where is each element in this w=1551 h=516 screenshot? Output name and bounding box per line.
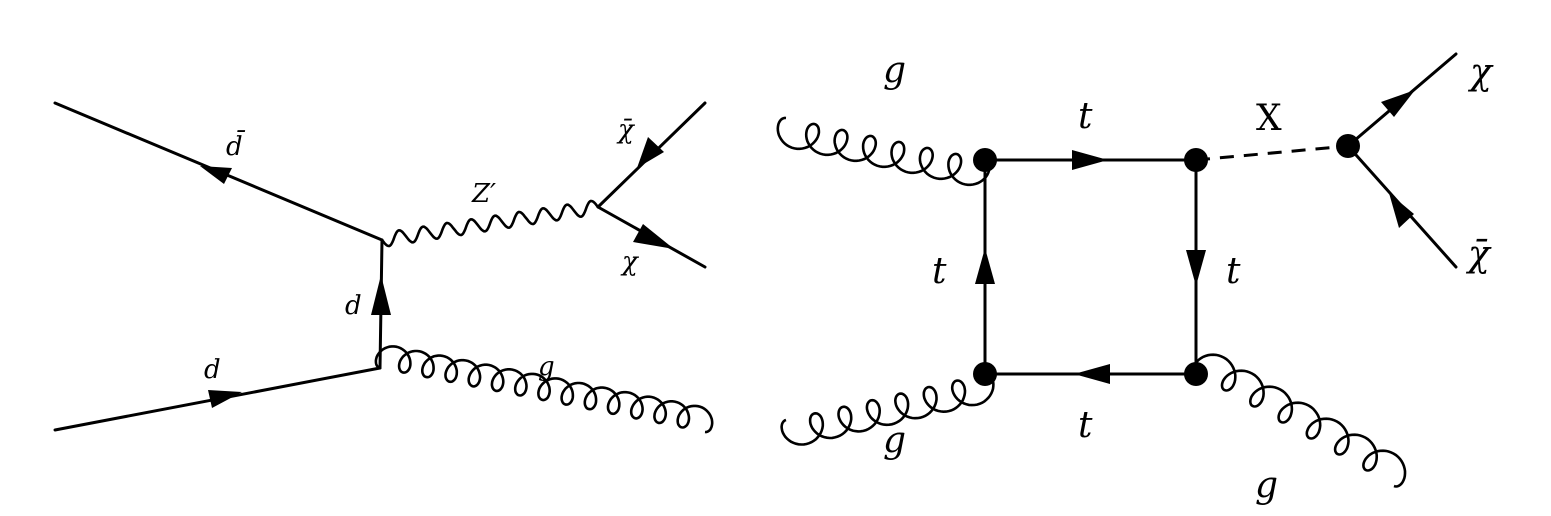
left-diagram: d̄ Z′ χ̄ χ d d g xyxy=(53,101,714,434)
label-gluon-left: g xyxy=(538,352,555,382)
chibar-arrow-right xyxy=(1389,193,1414,228)
right-diagram: g t X χ t t χ̄ t g g xyxy=(776,50,1494,506)
label-d-propagator: d xyxy=(345,291,362,321)
top-quark-arrow-upper xyxy=(1072,150,1108,170)
label-chibar-left: χ̄ xyxy=(616,115,636,145)
vertex-bottom-right xyxy=(1184,362,1208,386)
label-chi-right: χ xyxy=(1467,52,1494,93)
label-chi-left: χ xyxy=(620,247,640,277)
label-gluon-bottom-right: g xyxy=(1255,465,1278,506)
x-mediator-dashed-line xyxy=(1195,144,1349,162)
top-quark-arrow-lower xyxy=(1074,364,1110,384)
dbar-arrow xyxy=(200,166,232,184)
label-d-incoming: d xyxy=(204,355,221,385)
top-quark-arrow-left xyxy=(975,248,995,284)
zprime-wavy-line xyxy=(380,199,600,248)
chi-arrow-right xyxy=(1381,90,1415,117)
label-chibar-right: χ̄ xyxy=(1465,234,1492,275)
d-propagator-arrow xyxy=(371,275,391,315)
vertex-top-right xyxy=(1184,148,1208,172)
vertex-bottom-left xyxy=(973,362,997,386)
chibar-arrow xyxy=(637,137,664,168)
label-t-right: t xyxy=(1226,251,1241,292)
gluon-curly-line-left xyxy=(374,345,714,434)
label-zprime: Z′ xyxy=(471,179,496,209)
label-x-mediator: X xyxy=(1256,98,1282,139)
chi-arrow xyxy=(633,224,674,249)
gluon-curly-line-bottom-right xyxy=(1192,353,1407,488)
top-quark-arrow-right xyxy=(1186,250,1206,286)
label-gluon-bottom-left: g xyxy=(883,420,906,461)
label-dbar: d̄ xyxy=(226,129,246,162)
label-t-lower: t xyxy=(1078,405,1093,446)
label-gluon-top-left: g xyxy=(883,50,906,91)
label-t-upper: t xyxy=(1078,96,1093,137)
vertex-top-left xyxy=(973,148,997,172)
label-t-left: t xyxy=(932,251,947,292)
d-arrow xyxy=(208,390,242,408)
gluon-curly-line-top-left xyxy=(776,116,991,187)
vertex-decay xyxy=(1336,134,1360,158)
gluon-curly-line-bottom-left xyxy=(780,372,995,446)
